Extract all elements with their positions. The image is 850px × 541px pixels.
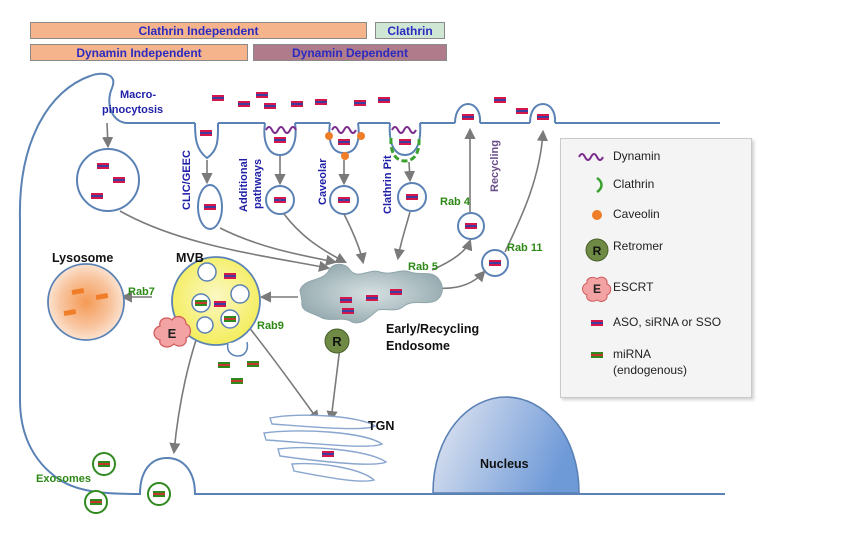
escrt-marker [153,315,192,348]
dynamin-independent-bar: Dynamin Independent [30,44,248,61]
clic-pit [194,122,220,160]
macropinocytosis-label-1: Macro- [120,89,156,101]
additional-pit [263,122,297,157]
legend-dynamin: Dynamin [561,147,751,167]
early-recycling-label-1: Early/Recycling [386,322,479,336]
legend-panel: Dynamin Clathrin Caveolin R Retromer E [560,138,752,398]
legend-mirna: miRNA (endogenous) [561,345,751,385]
clathrin-icon [596,176,603,194]
macropinocytosis-label-2: pinocytosis [102,104,163,116]
caveolin-dot [325,132,333,140]
nucleus [432,396,580,494]
intraluminal-vesicle [197,262,217,282]
legend-clathrin-label: Clathrin [613,177,655,191]
escrt-letter: E [168,326,177,341]
lysosome [47,263,125,341]
escrt-icon: E [582,276,612,302]
rab9-label: Rab9 [257,320,284,332]
aso-icon [591,320,603,326]
caveolin-dot [341,152,349,160]
recycling-label: Recycling [489,140,501,192]
retromer-icon-letter: R [593,244,602,258]
additional-pathways-label-2: pathways [252,159,264,209]
legend-mirna-label-2: (endogenous) [613,363,688,377]
mirna-icon [591,352,603,358]
legend-caveolin-label: Caveolin [613,207,660,221]
clathrin-bar: Clathrin [375,22,445,39]
retromer-icon: R [585,238,609,262]
caveolar-label: Caveolar [317,158,329,205]
mvb-label: MVB [176,251,204,265]
clathrin-pit-label: Clathrin Pit [382,155,394,214]
legend-aso-label: ASO, siRNA or SSO [613,315,722,329]
tgn [263,414,388,482]
dynamin-dependent-bar: Dynamin Dependent [253,44,447,61]
escrt-icon-letter: E [593,282,601,296]
rab5-label: Rab 5 [408,261,438,273]
intraluminal-vesicle [196,316,214,334]
caveolin-icon [592,210,602,220]
early-recycling-endosome [299,263,443,324]
nucleus-label: Nucleus [480,457,529,471]
recycling-bud-2 [529,102,557,124]
legend-retromer: R Retromer [561,237,751,263]
dynamin-coil-3 [391,126,417,134]
rab4-label: Rab 4 [440,196,471,208]
transport-arrows [102,122,549,455]
caveolin-dot [357,132,365,140]
retromer-letter: R [332,334,342,349]
clathrin-coat [389,137,421,163]
legend-aso: ASO, siRNA or SSO [561,313,751,333]
clathrin-independent-bar: Clathrin Independent [30,22,367,39]
early-recycling-label-2: Endosome [386,339,450,353]
legend-escrt: E ESCRT [561,275,751,303]
dynamin-icon [578,153,604,161]
dynamin-coil-2 [331,126,357,134]
legend-clathrin: Clathrin [561,175,751,195]
recycling-bud-1 [454,102,482,124]
additional-pathways-label-1: Additional [238,158,250,212]
legend-dynamin-label: Dynamin [613,149,661,163]
rab11-label: Rab 11 [507,242,542,254]
rab7-label: Rab7 [128,286,155,298]
legend-retromer-label: Retromer [613,239,664,253]
dynamin-coil-1 [265,126,297,134]
mvb-bud [226,341,249,357]
retromer-marker [324,328,350,354]
legend-caveolin: Caveolin [561,205,751,225]
legend-mirna-label-1: miRNA [613,347,651,361]
macropinosome [76,148,140,212]
plasma-membrane [18,72,725,496]
clic-geec-label: CLIC/GEEC [181,150,193,210]
tgn-label: TGN [368,419,394,433]
exosomes-label: Exosomes [36,473,91,485]
intraluminal-vesicle [230,284,250,304]
lysosome-label: Lysosome [52,251,113,265]
legend-escrt-label: ESCRT [613,280,654,294]
